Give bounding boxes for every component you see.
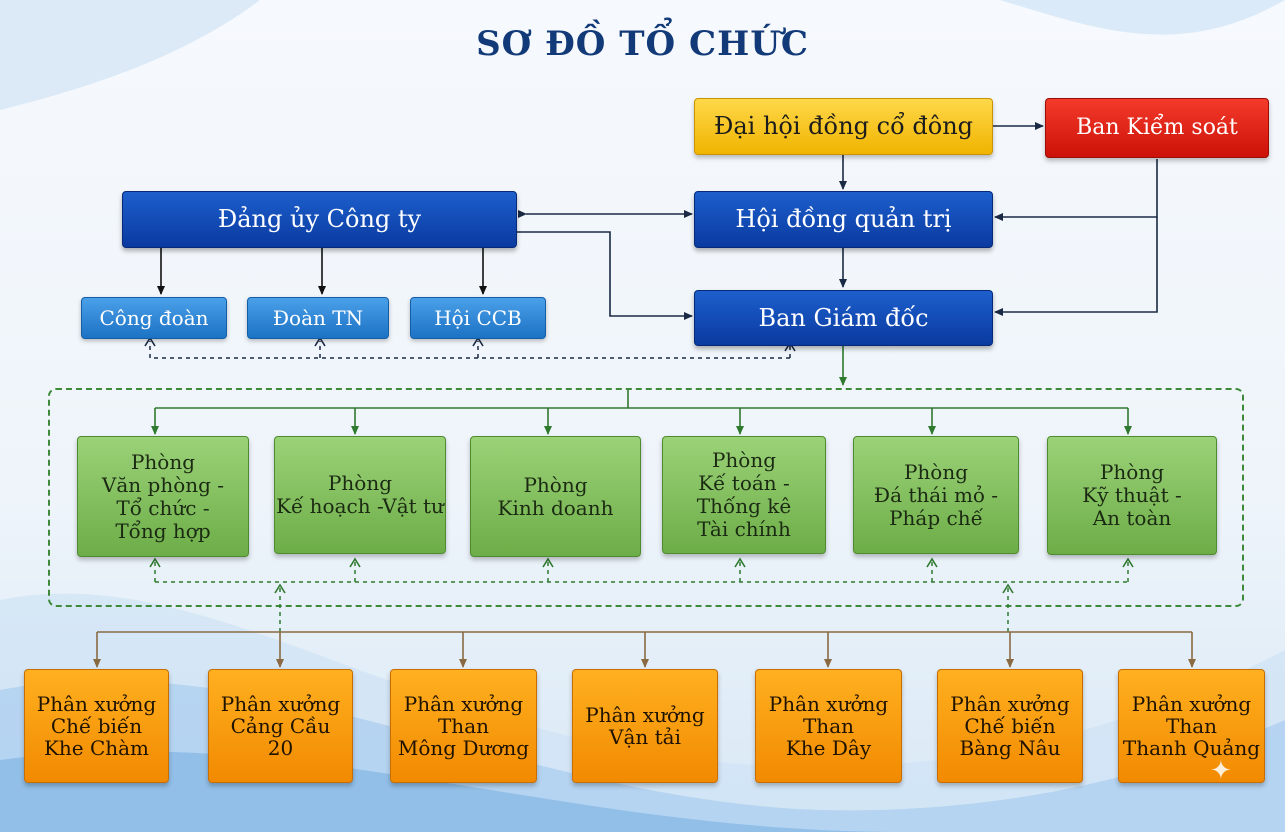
- department-box[interactable]: Phòng Văn phòng - Tổ chức - Tổng hợp: [77, 436, 249, 557]
- directors-to-departments: [151, 346, 1132, 435]
- directors-label: Ban Giám đốc: [758, 303, 929, 332]
- workshop-label: Phân xưởng Than Mông Dương: [397, 692, 530, 760]
- party-committee-box[interactable]: Đảng ủy Công ty: [122, 191, 517, 248]
- workshop-label: Phân xưởng Vận tải: [585, 703, 705, 749]
- department-label: Phòng Kế hoạch -Vật tư: [276, 471, 444, 518]
- department-box[interactable]: Phòng Kỹ thuật - An toàn: [1047, 436, 1217, 555]
- workshops-bus: [93, 631, 1196, 668]
- youth-union-box[interactable]: Đoàn TN: [247, 297, 389, 339]
- department-label: Phòng Kế toán - Thống kê Tài chính: [696, 448, 792, 541]
- workshop-label: Phân xưởng Chế biến Khe Chàm: [36, 692, 157, 760]
- department-label: Phòng Kỹ thuật - An toàn: [1082, 460, 1182, 530]
- workshop-label: Phân xưởng Chế biến Bàng Nâu: [950, 692, 1070, 760]
- workshop-box[interactable]: Phân xưởng Than Khe Dây: [755, 669, 902, 783]
- departments-dashed-feedback: [149, 557, 1134, 632]
- workshop-box[interactable]: Phân xưởng Chế biến Bàng Nâu: [937, 669, 1083, 783]
- department-box[interactable]: Phòng Đá thái mỏ - Pháp chế: [853, 436, 1019, 554]
- workshop-label: Phân xưởng Than Thanh Quảng: [1122, 692, 1261, 760]
- department-box[interactable]: Phòng Kế toán - Thống kê Tài chính: [662, 436, 826, 554]
- party-committee-label: Đảng ủy Công ty: [217, 205, 422, 234]
- workshop-label: Phân xưởng Than Khe Dây: [768, 692, 889, 760]
- governance-arrows: [517, 122, 1158, 320]
- workshop-box[interactable]: Phân xưởng Chế biến Khe Chàm: [24, 669, 169, 783]
- workshop-box[interactable]: Phân xưởng Cảng Cầu 20: [208, 669, 353, 783]
- unions-dashed-feedback: [144, 336, 796, 359]
- directors-box[interactable]: Ban Giám đốc: [694, 290, 993, 346]
- department-label: Phòng Văn phòng - Tổ chức - Tổng hợp: [101, 449, 225, 543]
- department-label: Phòng Kinh doanh: [497, 472, 614, 520]
- veterans-label: Hội CCB: [434, 306, 522, 330]
- board-box[interactable]: Hội đồng quản trị: [694, 191, 993, 248]
- veterans-box[interactable]: Hội CCB: [410, 297, 546, 339]
- department-label: Phòng Đá thái mỏ - Pháp chế: [873, 459, 999, 530]
- department-box[interactable]: Phòng Kinh doanh: [470, 436, 641, 557]
- youth-union-label: Đoàn TN: [272, 306, 364, 330]
- page-title: SƠ ĐỒ TỔ CHỨC: [476, 24, 809, 64]
- supervisory-box[interactable]: Ban Kiểm soát: [1045, 98, 1269, 158]
- union-box[interactable]: Công đoàn: [81, 297, 227, 339]
- shareholders-label: Đại hội đồng cổ đông: [713, 112, 974, 141]
- workshop-box[interactable]: Phân xưởng Than Thanh Quảng: [1118, 669, 1265, 783]
- workshop-label: Phân xưởng Cảng Cầu 20: [220, 692, 341, 760]
- workshop-box[interactable]: Phân xưởng Vận tải: [572, 669, 718, 783]
- workshop-box[interactable]: Phân xưởng Than Mông Dương: [390, 669, 537, 783]
- shareholders-box[interactable]: Đại hội đồng cổ đông: [694, 98, 993, 155]
- union-label: Công đoàn: [99, 306, 209, 330]
- party-to-unions-arrows: [157, 248, 487, 295]
- departments-dashed-group: [48, 388, 1244, 607]
- supervisory-label: Ban Kiểm soát: [1076, 114, 1238, 140]
- department-box[interactable]: Phòng Kế hoạch -Vật tư: [274, 436, 446, 554]
- sparkle-icon: ✦: [1210, 756, 1232, 786]
- board-label: Hội đồng quản trị: [735, 205, 952, 234]
